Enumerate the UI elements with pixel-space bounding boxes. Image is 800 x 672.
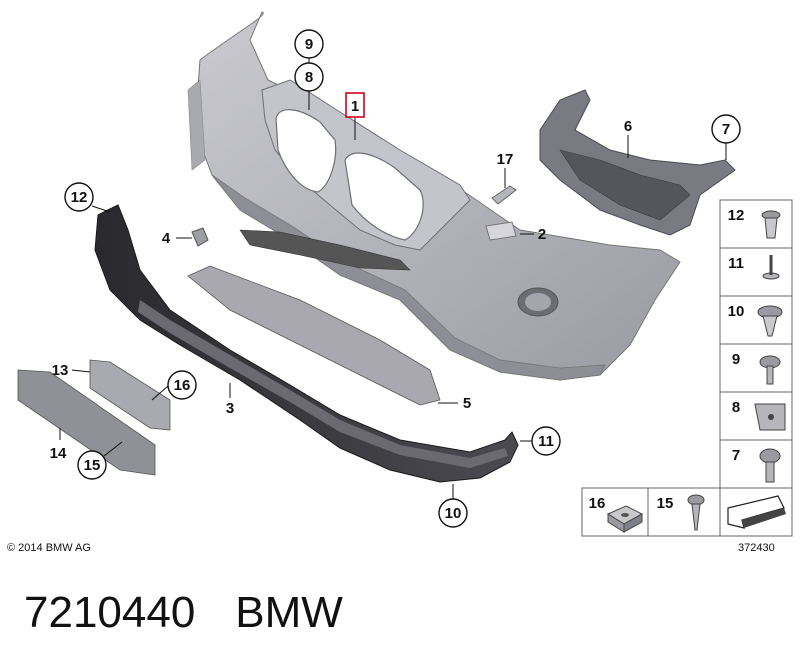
parts-diagram: 9 8 1 6 7 17 2 4 12 13 16 3 5 14 15: [17, 11, 793, 537]
callout-8-circle: [294, 62, 324, 92]
grille-carrier: [261, 79, 471, 251]
bracket-right: [539, 89, 736, 236]
tray-15: 15: [657, 495, 674, 512]
bolt-icon: [759, 448, 781, 483]
license-plate-bracket: [17, 359, 171, 476]
screw-icon: [762, 255, 780, 280]
lower-grille: [187, 265, 441, 406]
hardware-tray: 12 11 10 9 8: [581, 199, 793, 537]
expanding-rivet-icon: [757, 305, 783, 337]
tray-10: 10: [728, 303, 745, 320]
callout-7-circle: [711, 114, 741, 144]
tray-7: 7: [732, 447, 740, 464]
callout-11-circle: [531, 426, 561, 456]
small-bracket: [491, 185, 517, 205]
callout-8: 8: [305, 69, 313, 86]
callout-10-circle: [438, 498, 468, 528]
collar-screw-icon: [759, 355, 781, 385]
callout-11: 11: [538, 433, 554, 450]
callouts: 9 8 1 6 7 17 2 4 12 13 16 3 5 14 15: [50, 29, 741, 528]
callout-12-circle: [64, 182, 94, 212]
clip-nut-icon: [754, 403, 786, 431]
installation-arrow-icon: [727, 495, 786, 529]
callout-7: 7: [722, 121, 730, 138]
callout-12: 12: [71, 189, 88, 206]
clip-part: [191, 227, 209, 247]
callout-15-circle: [77, 450, 107, 480]
callout-3: 3: [226, 400, 234, 417]
callout-10: 10: [445, 505, 462, 522]
callout-16-circle: [167, 370, 197, 400]
callout-17: 17: [497, 151, 514, 168]
callout-1: 1: [351, 98, 359, 115]
self-tapping-screw-icon: [687, 494, 705, 531]
tray-8: 8: [732, 399, 740, 416]
part-number: 7210440: [24, 588, 196, 637]
square-nut-icon: [606, 505, 644, 533]
callout-13: 13: [52, 362, 69, 379]
tray-9: 9: [732, 351, 740, 368]
upper-lower-grille: [239, 229, 411, 271]
callout-16: 16: [174, 377, 191, 394]
callout-1-highlight: [345, 92, 365, 118]
front-spoiler: [94, 204, 519, 483]
callout-15: 15: [84, 457, 101, 474]
callout-4: 4: [162, 230, 171, 247]
footer-caption: 7210440 BMW: [24, 588, 343, 638]
callout-5: 5: [463, 395, 471, 412]
brand-name: BMW: [235, 588, 343, 637]
callout-9: 9: [305, 36, 313, 53]
diagram-reference-number: 372430: [738, 542, 775, 554]
push-rivet-icon: [761, 210, 781, 239]
copyright-notice: © 2014 BMW AG: [7, 542, 91, 554]
callout-2: 2: [538, 226, 546, 243]
callout-14: 14: [50, 445, 67, 462]
tray-11: 11: [728, 255, 744, 272]
callout-6: 6: [624, 118, 632, 135]
tray-12: 12: [728, 207, 745, 224]
callout-9-circle: [294, 29, 324, 59]
tray-16: 16: [589, 495, 606, 512]
